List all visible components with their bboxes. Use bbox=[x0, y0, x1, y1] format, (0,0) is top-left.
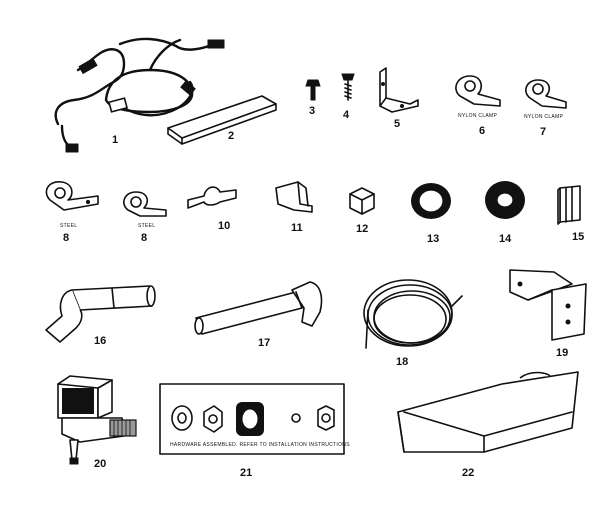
bracket-icon bbox=[557, 185, 581, 225]
clip-icon bbox=[275, 181, 313, 213]
ice-bin-icon bbox=[397, 371, 579, 453]
tubing-coil-icon bbox=[363, 279, 463, 349]
fittings-card-icon bbox=[159, 383, 345, 455]
screw-icon bbox=[305, 79, 321, 101]
water-valve-icon bbox=[57, 375, 137, 465]
part-label: 12 bbox=[356, 223, 368, 235]
part-label: 19 bbox=[556, 347, 568, 359]
part-label: 5 bbox=[394, 118, 400, 130]
clamp-icon bbox=[123, 191, 167, 217]
part-label: 3 bbox=[309, 105, 315, 117]
part-label: 8 bbox=[141, 232, 147, 244]
clip-icon bbox=[187, 186, 237, 209]
fill-cup-icon bbox=[45, 285, 156, 343]
part-label: 14 bbox=[499, 233, 512, 245]
part-label: 10 bbox=[218, 220, 230, 232]
clamp-icon bbox=[455, 75, 501, 107]
part-note: STEEL bbox=[138, 223, 155, 229]
part-label: 22 bbox=[462, 467, 474, 479]
part-label: 15 bbox=[572, 231, 584, 243]
part-note: NYLON CLAMP bbox=[458, 113, 498, 119]
part-label: 13 bbox=[427, 233, 439, 245]
part-label: 8 bbox=[63, 232, 69, 244]
grommet-icon bbox=[411, 183, 451, 219]
wire-harness-icon bbox=[54, 37, 225, 153]
washer-icon bbox=[485, 181, 525, 219]
part-label: 18 bbox=[396, 356, 408, 368]
part-label: 11 bbox=[291, 222, 303, 234]
part-label: 17 bbox=[258, 337, 270, 349]
clamp-icon bbox=[45, 181, 99, 211]
part-note: NYLON CLAMP bbox=[524, 114, 564, 120]
part-label: 4 bbox=[343, 109, 350, 121]
mounting-bracket-icon bbox=[509, 269, 587, 341]
angle-bracket-icon bbox=[379, 67, 419, 113]
part-label: 20 bbox=[94, 458, 106, 470]
part-label: 1 bbox=[112, 134, 118, 146]
part-note: STEEL bbox=[60, 223, 77, 229]
part-label: 21 bbox=[240, 467, 252, 479]
channel-strip-icon bbox=[167, 95, 277, 145]
clamp-icon bbox=[525, 79, 567, 109]
part-label: 6 bbox=[479, 125, 485, 137]
part-label: 2 bbox=[228, 130, 234, 142]
part-label: 16 bbox=[94, 335, 106, 347]
nut-icon bbox=[349, 187, 375, 215]
screw-icon bbox=[341, 73, 355, 101]
card-note: HARDWARE ASSEMBLED. REFER TO INSTALLATIO… bbox=[170, 442, 350, 448]
part-label: 7 bbox=[540, 126, 546, 138]
fill-tube-icon bbox=[194, 281, 323, 335]
